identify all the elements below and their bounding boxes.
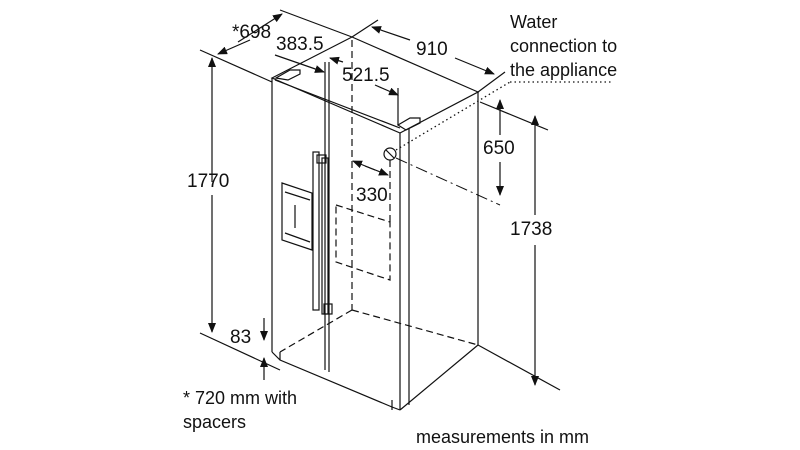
water-height-dimension: 650 xyxy=(483,138,515,159)
body-height-dimension: 1738 xyxy=(510,219,553,240)
note-line: Water xyxy=(510,12,558,32)
total-width-dimension: 910 xyxy=(416,39,448,60)
foot-height-dimension: 83 xyxy=(230,327,252,348)
half-width-dimension: 383.5 xyxy=(276,34,324,55)
water-connection-icon xyxy=(383,81,612,206)
top-brackets xyxy=(274,69,421,131)
depth-star-dimension: *698 xyxy=(232,22,272,43)
dimension-lines xyxy=(199,9,561,391)
note-line: * 720 mm with xyxy=(183,388,298,408)
hidden-lines xyxy=(279,40,479,353)
water-offset-dimension: 521.5 xyxy=(342,65,390,86)
note-line: the appliance xyxy=(510,60,618,80)
water-connection-note: Water connection to the appliance xyxy=(510,10,617,82)
water-dispenser xyxy=(281,182,313,251)
door-handles xyxy=(312,151,333,315)
total-height-dimension: 1770 xyxy=(187,171,230,192)
note-line: connection to xyxy=(510,36,618,56)
note-line: spacers xyxy=(183,412,247,432)
fridge-body xyxy=(270,36,480,411)
spacers-note: * 720 mm with spacers xyxy=(183,386,297,434)
units-note: measurements in mm xyxy=(416,427,590,447)
water-depth-dimension: 330 xyxy=(356,185,388,206)
